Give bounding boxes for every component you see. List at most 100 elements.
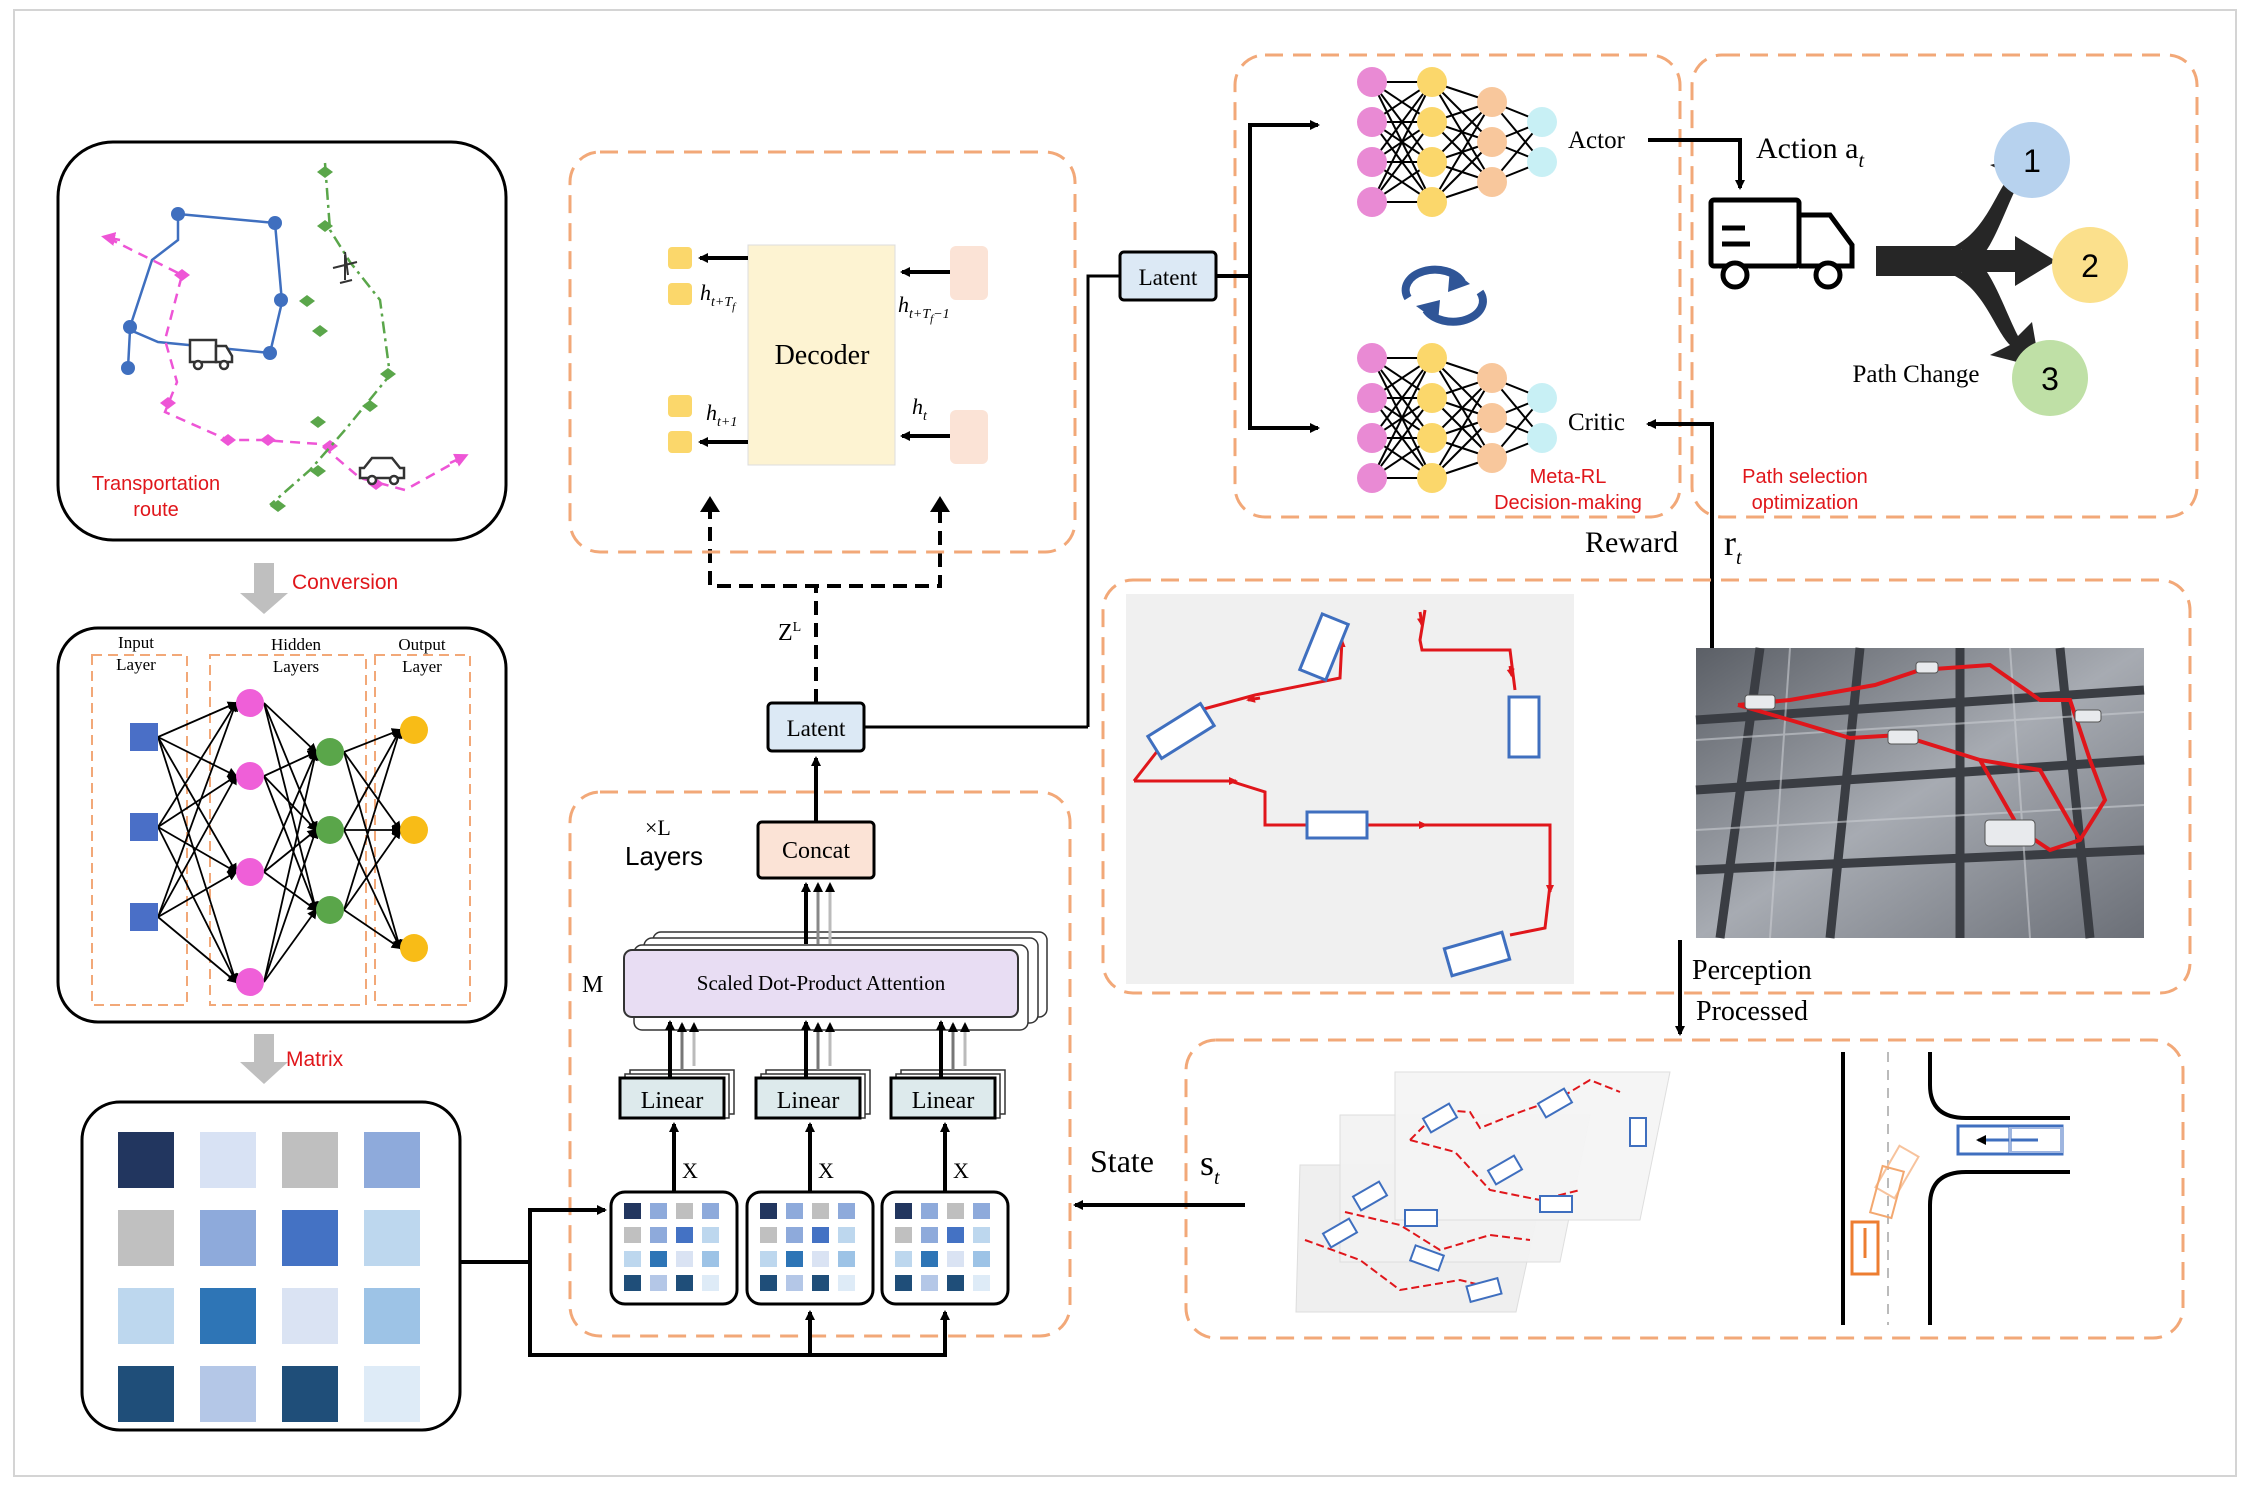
path-option-2: 2 — [2052, 227, 2128, 303]
nn-edge — [263, 750, 320, 983]
matrix-cell — [118, 1210, 174, 1266]
matrix-cell — [973, 1227, 990, 1243]
nn-node — [1357, 423, 1387, 453]
matrix-cell — [895, 1227, 912, 1243]
delivery-truck-icon — [1708, 197, 1855, 290]
svg-text:1: 1 — [2023, 143, 2041, 179]
matrix-cell — [364, 1366, 420, 1422]
perception-panel — [1184, 1038, 2185, 1340]
output-layer-label-2: Layer — [402, 657, 442, 676]
nn-edge — [157, 774, 237, 918]
nn-node — [1357, 187, 1387, 217]
matrix-cell — [624, 1227, 641, 1243]
nn-node — [1417, 463, 1447, 493]
matrix-cell — [786, 1275, 803, 1291]
nn-edge — [263, 908, 318, 983]
nn-node — [1527, 147, 1557, 177]
critic-label: Critic — [1568, 409, 1625, 436]
z-l-label: ZL — [778, 620, 801, 646]
nn-node — [1477, 403, 1507, 433]
nn-node — [316, 738, 344, 766]
latent-top-block: Latent — [1118, 250, 1218, 302]
h-t1-label: ht+1 — [706, 400, 737, 430]
matrix-cell — [838, 1227, 855, 1243]
matrix-cell — [921, 1203, 938, 1219]
nn-edge — [1371, 121, 1433, 203]
nn-node — [1417, 423, 1447, 453]
perception-label: Perception — [1692, 955, 1812, 986]
input-matrix — [609, 1190, 739, 1306]
path-selection-panel — [1690, 53, 2199, 519]
actor-label: Actor — [1568, 127, 1626, 154]
nn-edge — [1371, 357, 1433, 479]
matrix-cell — [838, 1251, 855, 1267]
svg-text:3: 3 — [2041, 361, 2059, 397]
state-symbol: st — [1200, 1143, 1220, 1189]
matrix-cell — [282, 1210, 338, 1266]
matrix-cell — [676, 1251, 693, 1267]
nn-node — [400, 716, 428, 744]
nn-edge — [343, 728, 403, 911]
nn-edge — [157, 916, 238, 984]
x-label: X — [818, 1158, 834, 1183]
nn-node — [1357, 383, 1387, 413]
matrix-cell — [200, 1288, 256, 1344]
nn-edge — [263, 775, 318, 912]
decoder-block: Decoder — [747, 244, 896, 466]
environment-panel — [1101, 578, 2192, 995]
nn-node — [1357, 147, 1387, 177]
matrix-cell — [676, 1275, 693, 1291]
matrix-cell — [812, 1251, 829, 1267]
truck-icon — [188, 338, 234, 371]
action-label: Action at — [1756, 132, 1864, 172]
matrix-cell — [973, 1251, 990, 1267]
feature-matrix — [118, 1132, 420, 1422]
nn-node — [1477, 167, 1507, 197]
nn-edge — [157, 736, 239, 984]
h-t-tf-1-label: ht+Tf−1 — [898, 292, 950, 325]
nn-edge — [157, 736, 238, 777]
intersection-scene — [1841, 1052, 2070, 1325]
matrix-cell — [200, 1210, 256, 1266]
hidden-layers-label-2: Layers — [273, 657, 319, 676]
nn-node — [1477, 363, 1507, 393]
stacked-route-maps — [1295, 1071, 1671, 1313]
matrix-label: Matrix — [286, 1048, 344, 1071]
matrix-cell — [947, 1203, 964, 1219]
nn-edge — [343, 728, 402, 753]
nn-node — [1477, 87, 1507, 117]
linear-label: Linear — [777, 1088, 840, 1114]
matrix-cell — [895, 1275, 912, 1291]
nn-edge — [157, 826, 238, 873]
output-layer-label-1: Output — [398, 635, 446, 654]
nn-edge — [263, 702, 318, 754]
decoder-outputs — [668, 246, 988, 464]
green-route — [269, 162, 392, 506]
matrix-cell — [650, 1227, 667, 1243]
nn-node — [1357, 67, 1387, 97]
nn-edge — [1371, 357, 1433, 439]
nn-node — [316, 816, 344, 844]
nn-node — [1527, 383, 1557, 413]
nn-node — [130, 813, 158, 841]
latent-top-label: Latent — [1139, 265, 1198, 290]
transportation-route-panel: Transportation route — [56, 140, 508, 542]
matrix-cell — [786, 1203, 803, 1219]
matrix-cell — [786, 1251, 803, 1267]
nn-node — [1357, 463, 1387, 493]
nn-edge — [1371, 81, 1433, 203]
latent-main-block: Latent — [766, 701, 866, 753]
state-label: State — [1090, 1143, 1154, 1179]
hidden-layers-label-1: Hidden — [271, 635, 322, 654]
nn-node — [236, 968, 264, 996]
neural-network-panel: Input Layer Hidden Layers Output Layer — [56, 626, 508, 1024]
latent-main-label: Latent — [787, 716, 846, 741]
nn-edge — [157, 701, 238, 918]
concat-block: Concat — [756, 820, 876, 880]
nn-edge — [343, 728, 401, 831]
h-t-tf-label: ht+Tf — [700, 280, 737, 313]
matrix-cell — [760, 1203, 777, 1219]
nn-node — [1357, 343, 1387, 373]
